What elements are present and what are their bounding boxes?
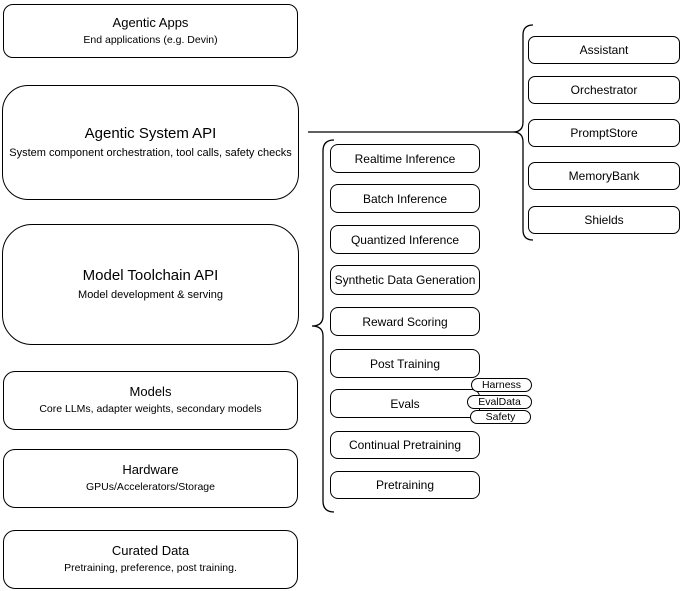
node-pretraining: Pretraining <box>330 471 480 499</box>
box-hardware: Hardware GPUs/Accelerators/Storage <box>3 449 298 508</box>
box-model-toolchain-api: Model Toolchain API Model development & … <box>2 224 299 345</box>
node-batch-inference: Batch Inference <box>330 184 480 213</box>
box-title: Agentic System API <box>84 124 217 142</box>
box-subtitle: Pretraining, preference, post training. <box>64 562 237 575</box>
box-title: Models <box>129 384 172 400</box>
box-title: Curated Data <box>111 543 190 559</box>
box-subtitle: End applications (e.g. Devin) <box>83 33 218 46</box>
box-subtitle: Core LLMs, adapter weights, secondary mo… <box>39 403 262 416</box>
node-quantized-inference: Quantized Inference <box>330 225 480 254</box>
tag-evaldata: EvalData <box>467 395 532 409</box>
node-realtime-inference: Realtime Inference <box>330 144 480 173</box>
node-shields: Shields <box>528 206 680 234</box>
node-memorybank: MemoryBank <box>528 162 680 190</box>
box-models: Models Core LLMs, adapter weights, secon… <box>3 371 298 430</box>
tag-harness: Harness <box>471 378 532 392</box>
box-title: Agentic Apps <box>112 14 189 30</box>
tag-safety: Safety <box>470 410 531 424</box>
box-subtitle: GPUs/Accelerators/Storage <box>86 481 215 494</box>
node-continual-pretraining: Continual Pretraining <box>330 431 480 459</box>
box-subtitle: Model development & serving <box>78 289 223 302</box>
box-subtitle: System component orchestration, tool cal… <box>9 147 292 160</box>
box-title: Hardware <box>122 462 179 478</box>
node-post-training: Post Training <box>330 349 480 378</box>
node-evals: Evals <box>330 389 480 418</box>
node-synthetic-data-generation: Synthetic Data Generation <box>330 265 480 295</box>
node-promptstore: PromptStore <box>528 119 680 147</box>
node-orchestrator: Orchestrator <box>528 76 680 104</box>
box-curated-data: Curated Data Pretraining, preference, po… <box>3 530 298 589</box>
node-assistant: Assistant <box>528 36 680 64</box>
box-agentic-apps: Agentic Apps End applications (e.g. Devi… <box>3 4 298 58</box>
box-title: Model Toolchain API <box>82 266 219 284</box>
box-agentic-system-api: Agentic System API System component orch… <box>2 85 299 200</box>
node-reward-scoring: Reward Scoring <box>330 307 480 336</box>
